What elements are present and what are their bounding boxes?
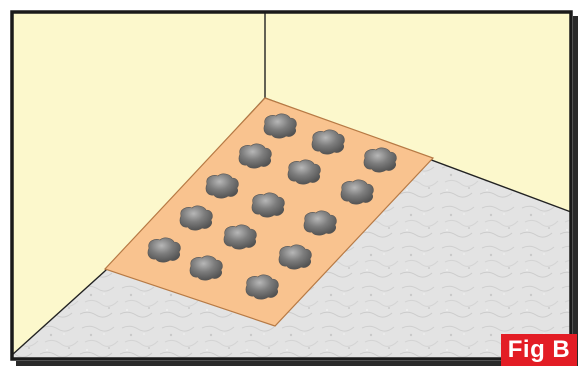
frame-shadow-right	[573, 16, 578, 364]
figure-label: Fig B	[501, 334, 577, 366]
frame-shadow-bottom	[16, 361, 578, 366]
